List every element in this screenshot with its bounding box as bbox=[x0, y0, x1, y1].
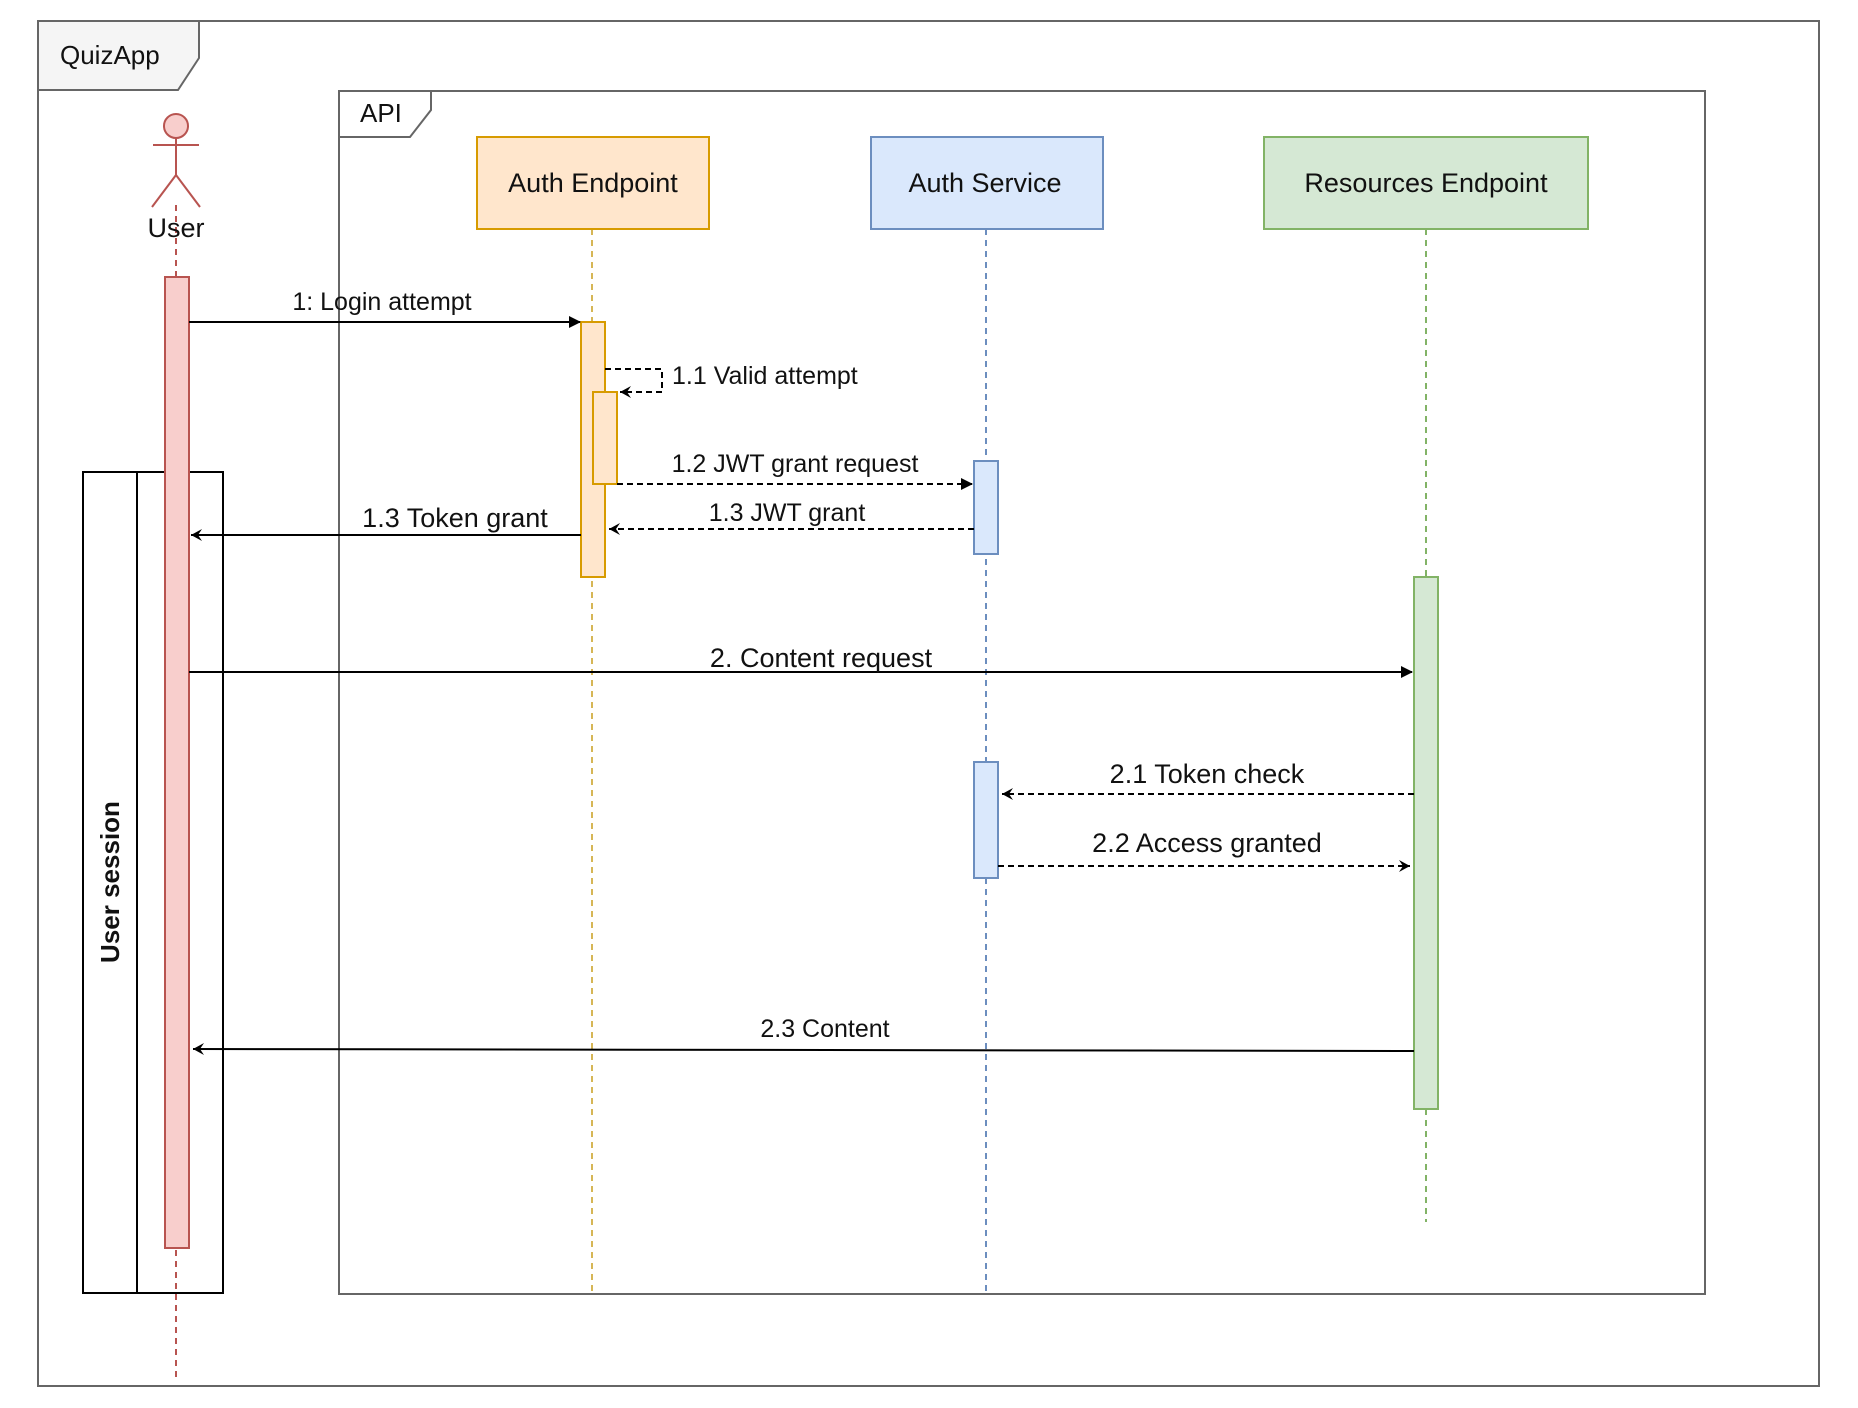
auth-service-activation-bar-2 bbox=[973, 761, 999, 879]
user-actor-icon bbox=[151, 113, 201, 208]
message-login-attempt-label: 1: Login attempt bbox=[292, 288, 471, 316]
auth-endpoint-nested-activation-bar bbox=[592, 391, 618, 485]
message-content-label: 2.3 Content bbox=[760, 1015, 889, 1043]
message-content-request: 2. Content request bbox=[189, 643, 1413, 678]
message-content-request-label: 2. Content request bbox=[710, 643, 933, 673]
message-token-grant-label: 1.3 Token grant bbox=[362, 503, 548, 533]
auth-service-activation-bar-1 bbox=[973, 460, 999, 555]
message-access-granted: 2.2 Access granted bbox=[998, 828, 1410, 872]
api-frame-label: API bbox=[360, 98, 402, 128]
message-valid-attempt: 1.1 Valid attempt bbox=[605, 362, 858, 398]
auth-service-head: Auth Service bbox=[870, 136, 1104, 230]
api-frame: API bbox=[338, 90, 1706, 1295]
quizapp-frame: QuizApp bbox=[37, 20, 1820, 1387]
message-valid-attempt-label: 1.1 Valid attempt bbox=[672, 362, 858, 390]
quizapp-frame-label: QuizApp bbox=[60, 40, 160, 70]
message-jwt-grant: 1.3 JWT grant bbox=[609, 499, 974, 535]
auth-service-label: Auth Service bbox=[908, 168, 1061, 198]
message-jwt-grant-label: 1.3 JWT grant bbox=[709, 499, 866, 527]
message-login-attempt: 1: Login attempt bbox=[189, 288, 581, 328]
resources-endpoint-head: Resources Endpoint bbox=[1263, 136, 1589, 230]
user-session-box: User session bbox=[82, 471, 224, 1294]
user-activation-bar bbox=[164, 276, 190, 1249]
auth-endpoint-head: Auth Endpoint bbox=[476, 136, 710, 230]
resources-endpoint-activation-bar bbox=[1413, 576, 1439, 1110]
message-jwt-grant-request-label: 1.2 JWT grant request bbox=[672, 450, 919, 478]
user-session-label: User session bbox=[95, 801, 125, 963]
message-token-grant: 1.3 Token grant bbox=[191, 503, 581, 541]
message-jwt-grant-request: 1.2 JWT grant request bbox=[617, 450, 973, 490]
message-token-check: 2.1 Token check bbox=[1002, 759, 1414, 800]
message-access-granted-label: 2.2 Access granted bbox=[1092, 828, 1322, 858]
message-token-check-label: 2.1 Token check bbox=[1110, 759, 1305, 789]
auth-endpoint-label: Auth Endpoint bbox=[508, 168, 678, 198]
user-actor-label: User bbox=[147, 213, 204, 243]
message-content: 2.3 Content bbox=[192, 1015, 1415, 1056]
resources-endpoint-label: Resources Endpoint bbox=[1304, 168, 1548, 198]
